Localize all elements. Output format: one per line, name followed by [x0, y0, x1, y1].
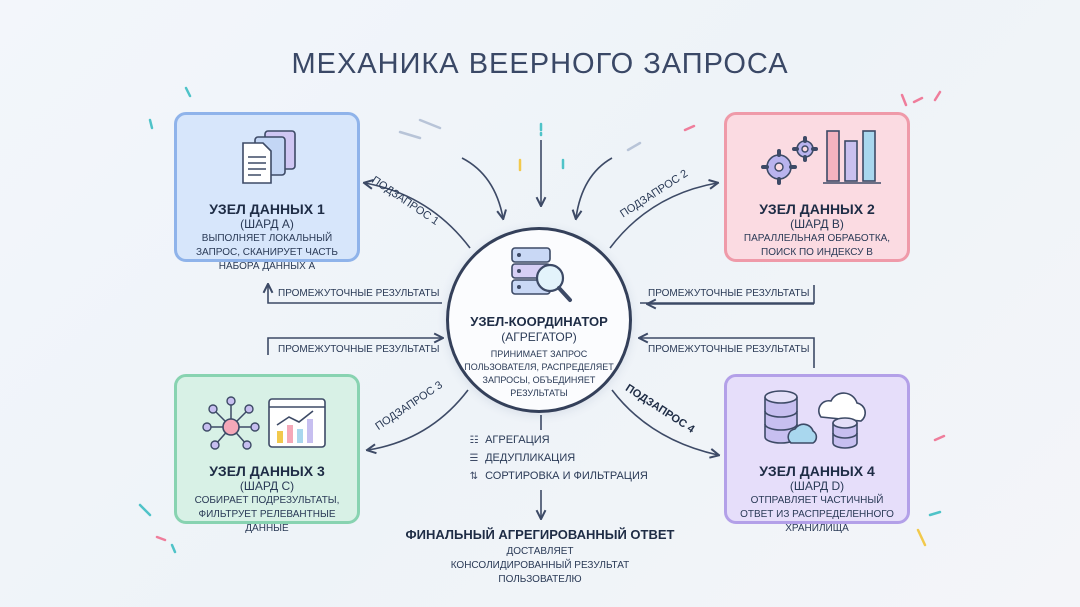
accent-dash [933, 90, 942, 102]
intermediate-results-label-4: ПРОМЕЖУТОЧНЫЕ РЕЗУЛЬТАТЫ [648, 344, 810, 355]
node-4-subheading: (ШАРД D) [789, 479, 845, 493]
incoming-arrow [576, 157, 613, 218]
final-description: ДОСТАВЛЯЕТ КОНСОЛИДИРОВАННЫЙ РЕЗУЛЬТАТ П… [450, 546, 630, 585]
accent-dash [626, 141, 642, 152]
accent-dash [933, 434, 946, 442]
accent-dash [928, 510, 942, 517]
subquery-3-arrow [368, 389, 469, 450]
accent-dash [170, 543, 177, 554]
coordinator-description: ПРИНИМАЕТ ЗАПРОС ПОЛЬЗОВАТЕЛЯ, РАСПРЕДЕЛ… [464, 349, 614, 398]
data-node-2: УЗЕЛ ДАННЫХ 2 (ШАРД B) ПАРАЛЛЕЛЬНАЯ ОБРА… [724, 112, 910, 262]
data-node-1: УЗЕЛ ДАННЫХ 1 (ШАРД A) ВЫПОЛНЯЕТ ЛОКАЛЬН… [174, 112, 360, 272]
coordinator-heading: УЗЕЛ-КООРДИНАТОР [470, 314, 608, 329]
data-node-4: УЗЕЛ ДАННЫХ 4 (ШАРД D) ОТПРАВЛЯЕТ ЧАСТИЧ… [724, 374, 910, 534]
coordinator-node: УЗЕЛ-КООРДИНАТОР (АГРЕГАТОР) ПРИНИМАЕТ З… [446, 227, 632, 413]
node-2-subheading: (ШАРД B) [790, 217, 844, 231]
node-1-subheading: (ШАРД A) [240, 217, 294, 231]
intermediate-results-label-3: ПРОМЕЖУТОЧНЫЕ РЕЗУЛЬТАТЫ [278, 344, 440, 355]
accent-dash [138, 503, 152, 517]
coordinator-subheading: (АГРЕГАТОР) [501, 330, 577, 344]
intermediate-results-label-2: ПРОМЕЖУТОЧНЫЕ РЕЗУЛЬТАТЫ [648, 288, 810, 299]
data-node-3: УЗЕЛ ДАННЫХ 3 (ШАРД C) СОБИРАЕТ ПОДРЕЗУЛ… [174, 374, 360, 534]
final-heading: ФИНАЛЬНЫЙ АГРЕГИРОВАННЫЙ ОТВЕТ [405, 527, 675, 542]
database-cloud-icon [764, 390, 866, 449]
node-1-description: ВЫПОЛНЯЕТ ЛОКАЛЬНЫЙ ЗАПРОС, СКАНИРУЕТ ЧА… [196, 233, 338, 272]
step-deduplication: ☰ ДЕДУПЛИКАЦИЯ [466, 452, 666, 470]
server-search-icon [511, 247, 572, 302]
sort-icon: ⇅ [469, 471, 479, 482]
diagram-title: МЕХАНИКА ВЕЕРНОГО ЗАПРОСА [291, 48, 789, 80]
accent-dash [398, 130, 422, 140]
intermediate-results-label-1: ПРОМЕЖУТОЧНЫЕ РЕЗУЛЬТАТЫ [278, 288, 440, 299]
processing-steps: ☷ АГРЕГАЦИЯ ☰ ДЕДУПЛИКАЦИЯ ⇅ СОРТИРОВКА … [466, 434, 666, 488]
network-chart-icon [202, 396, 326, 450]
node-1-heading: УЗЕЛ ДАННЫХ 1 [209, 201, 325, 217]
documents-icon [242, 130, 296, 184]
subquery-1-arrow [365, 183, 471, 249]
intermediate-line-2 [640, 285, 815, 304]
subquery-4-arrow [611, 389, 718, 455]
stack-icon: ☰ [469, 453, 479, 464]
node-2-heading: УЗЕЛ ДАННЫХ 2 [759, 201, 875, 217]
node-2-description: ПАРАЛЛЕЛЬНАЯ ОБРАБОТКА, ПОИСК ПО ИНДЕКСУ… [743, 233, 891, 258]
intermediate-arrow-1 [268, 285, 442, 304]
accent-dash [148, 118, 154, 130]
hierarchy-icon: ☷ [469, 435, 479, 446]
node-4-description: ОТПРАВЛЯЕТ ЧАСТИЧНЫЙ ОТВЕТ ИЗ РАСПРЕДЕЛЕ… [740, 495, 894, 534]
node-4-heading: УЗЕЛ ДАННЫХ 4 [759, 463, 875, 479]
final-result: ФИНАЛЬНЫЙ АГРЕГИРОВАННЫЙ ОТВЕТ ДОСТАВЛЯЕ… [0, 527, 1080, 587]
accent-dash [916, 528, 927, 547]
step-sort-filter: ⇅ СОРТИРОВКА И ФИЛЬТРАЦИЯ [466, 470, 666, 488]
accent-dash [900, 93, 908, 107]
incoming-arrow [461, 157, 503, 218]
final-description-wrap: ДОСТАВЛЯЕТ КОНСОЛИДИРОВАННЫЙ РЕЗУЛЬТАТ П… [0, 545, 1080, 587]
gears-bars-icon [761, 130, 881, 185]
accent-dash [912, 96, 924, 104]
subquery-2-arrow [609, 183, 717, 249]
intermediate-arrow-3 [267, 338, 442, 355]
accent-dash [683, 124, 696, 132]
accent-dash [418, 118, 442, 130]
node-3-subheading: (ШАРД C) [239, 479, 295, 493]
accent-dash [184, 86, 192, 98]
accent-dash [155, 535, 167, 542]
node-3-heading: УЗЕЛ ДАННЫХ 3 [209, 463, 325, 479]
intermediate-arrow-4 [640, 338, 815, 368]
node-3-description: СОБИРАЕТ ПОДРЕЗУЛЬТАТЫ, ФИЛЬТРУЕТ РЕЛЕВА… [194, 495, 340, 534]
step-aggregation: ☷ АГРЕГАЦИЯ [466, 434, 666, 452]
